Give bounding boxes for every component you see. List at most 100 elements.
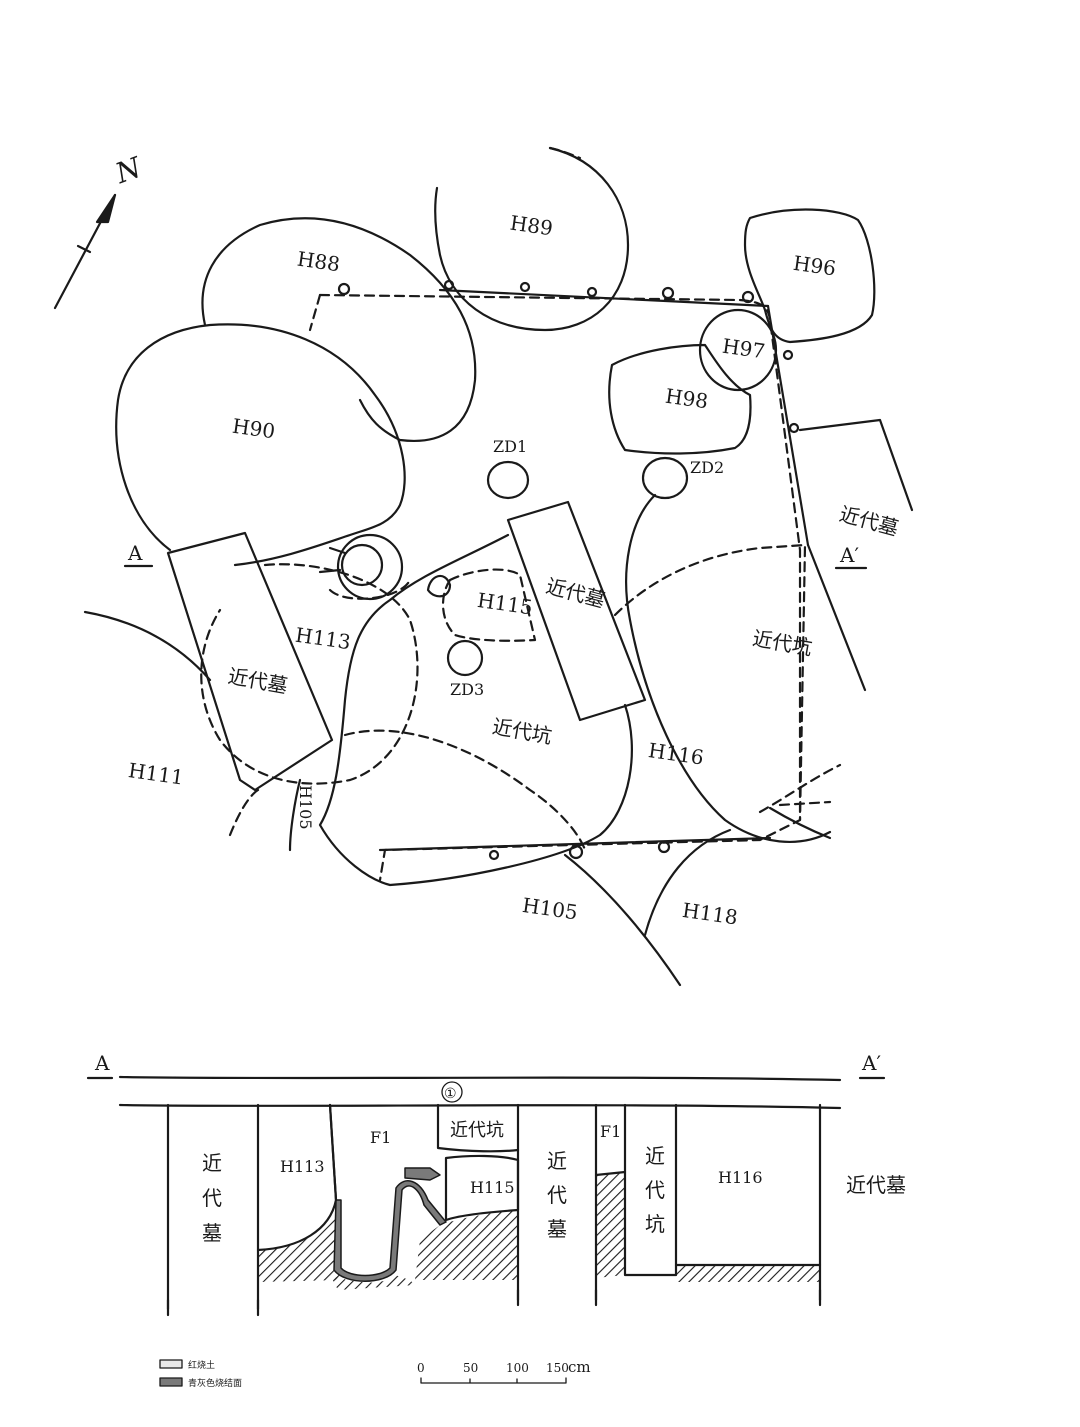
layer-1-bottom xyxy=(118,1103,842,1110)
scale-tick-50: 50 xyxy=(463,1361,478,1375)
H96-outline xyxy=(743,208,876,344)
north-label: N xyxy=(110,150,147,190)
section-modern-pit-top: 近代坑 xyxy=(450,1120,504,1141)
layer-1-label: ① xyxy=(444,1086,457,1102)
label-modern-pit-center: 近代坑 xyxy=(491,714,554,748)
section-modern-pit-2-char-3: 坑 xyxy=(645,1212,665,1236)
section-modern-tomb-1-char-2: 代 xyxy=(202,1186,222,1210)
label-H118: H118 xyxy=(681,898,739,930)
section-H116: H116 xyxy=(718,1168,763,1187)
H88-outline xyxy=(201,217,477,442)
modern-pit-right-outline xyxy=(613,543,807,822)
H105-dashed xyxy=(343,729,587,852)
section-modern-tomb-1-char-3: 墓 xyxy=(202,1221,222,1245)
label-H89: H89 xyxy=(509,211,555,241)
label-ZD3: ZD3 xyxy=(450,680,484,699)
postholes xyxy=(337,279,800,861)
plan-marker-A-prime: A′ xyxy=(839,543,859,567)
trench-north-solid xyxy=(438,288,770,308)
trench-left-edge xyxy=(308,293,322,332)
scale-tick-100: 100 xyxy=(506,1361,529,1375)
section-modern-tomb-3: 近代墓 xyxy=(846,1173,906,1197)
label-H113: H113 xyxy=(294,623,352,655)
scale-tick-0: 0 xyxy=(417,1361,425,1375)
label-H97: H97 xyxy=(721,334,767,364)
H89-outline xyxy=(434,146,630,332)
H89-dashed-top xyxy=(548,146,582,160)
section-H113: H113 xyxy=(280,1157,325,1176)
modern-pit-top-section xyxy=(436,1103,520,1153)
modern-tomb-left-outline xyxy=(166,531,334,792)
layer-1-top xyxy=(118,1075,842,1082)
legend-label-burnt-earth: 红烧土 xyxy=(188,1359,215,1371)
label-modern-tomb-right: 近代墓 xyxy=(837,502,901,541)
scale-unit: cm xyxy=(568,1358,591,1376)
section-H115: H115 xyxy=(470,1178,515,1197)
north-arrow-icon: N xyxy=(53,150,147,310)
scale-bar: 0 50 100 150 cm xyxy=(417,1358,591,1384)
hatch-area-2 xyxy=(330,1275,415,1290)
F1-hearth-fragment xyxy=(404,1167,441,1181)
legend-swatch-burnt-earth xyxy=(159,1359,183,1369)
F1-burnt-lining xyxy=(333,1180,447,1282)
section-marker-A-prime: A′ xyxy=(861,1051,881,1075)
H98-outline xyxy=(608,343,752,455)
modern-pit-2-section xyxy=(623,1103,678,1277)
label-H111: H111 xyxy=(127,758,185,790)
H115-section xyxy=(444,1154,520,1222)
label-H88: H88 xyxy=(296,247,342,277)
label-H96: H96 xyxy=(792,251,838,281)
legend-label-sintered-surface: 青灰色烧结面 xyxy=(188,1377,242,1389)
H115-outline xyxy=(441,568,537,642)
modern-tomb-center-outline xyxy=(506,500,647,722)
F1-hearth xyxy=(318,533,452,601)
scale-bar-line xyxy=(420,1377,567,1384)
hatch-area-1 xyxy=(258,1200,340,1282)
label-H116: H116 xyxy=(647,738,705,770)
H90-outline xyxy=(115,323,406,567)
ZD1-outline xyxy=(486,460,530,500)
legend: 红烧土 青灰色烧结面 xyxy=(159,1359,242,1389)
ZD2-outline xyxy=(641,456,689,500)
section-view: A A′ ① 近 代 墓 xyxy=(86,1051,906,1317)
H118-dashed xyxy=(758,763,842,814)
section-marker-A: A xyxy=(94,1051,110,1075)
section-modern-pit-2-char-2: 代 xyxy=(645,1178,665,1202)
hatch-area-5 xyxy=(676,1265,820,1282)
label-modern-tomb-left: 近代墓 xyxy=(226,664,289,698)
plan-view: N xyxy=(53,146,914,987)
label-H105-vertical: H105 xyxy=(296,785,315,830)
H105-lower-boundary xyxy=(563,853,682,987)
section-bottom-dashes xyxy=(166,1288,822,1317)
section-modern-pit-2-char-1: 近 xyxy=(645,1144,665,1168)
label-ZD1: ZD1 xyxy=(493,437,527,456)
section-modern-tomb-2-char-3: 墓 xyxy=(547,1217,567,1241)
F1-right-section xyxy=(594,1170,627,1177)
layer-1-circle-icon xyxy=(441,1081,463,1103)
label-H115: H115 xyxy=(476,588,534,620)
trench-east-solid xyxy=(766,304,810,547)
F1-pit-wall xyxy=(328,1103,338,1202)
H116-outline xyxy=(625,493,832,843)
section-modern-tomb-2-char-1: 近 xyxy=(547,1149,567,1173)
H113-outline xyxy=(200,563,419,785)
modern-tomb-right-outline xyxy=(798,418,914,512)
trench-south-solid xyxy=(378,836,772,852)
legend-swatch-sintered-surface xyxy=(159,1377,183,1387)
section-modern-tomb-2-char-2: 代 xyxy=(547,1183,567,1207)
H116-lower-boundary xyxy=(768,806,832,840)
H118-boundary xyxy=(643,828,732,937)
section-modern-tomb-1-char-1: 近 xyxy=(202,1151,222,1175)
ZD3-outline xyxy=(446,639,484,677)
label-H90: H90 xyxy=(231,414,277,444)
H111-dashed xyxy=(228,788,260,837)
label-H98: H98 xyxy=(664,384,710,414)
section-F1-right: F1 xyxy=(600,1122,621,1141)
label-ZD2: ZD2 xyxy=(690,458,724,477)
hatch-area-3 xyxy=(415,1210,518,1280)
section-F1-left: F1 xyxy=(370,1128,391,1147)
H111-boundary xyxy=(83,610,212,682)
modern-pit-center-outline xyxy=(318,533,633,887)
modern-tomb-right-edge xyxy=(806,543,867,692)
